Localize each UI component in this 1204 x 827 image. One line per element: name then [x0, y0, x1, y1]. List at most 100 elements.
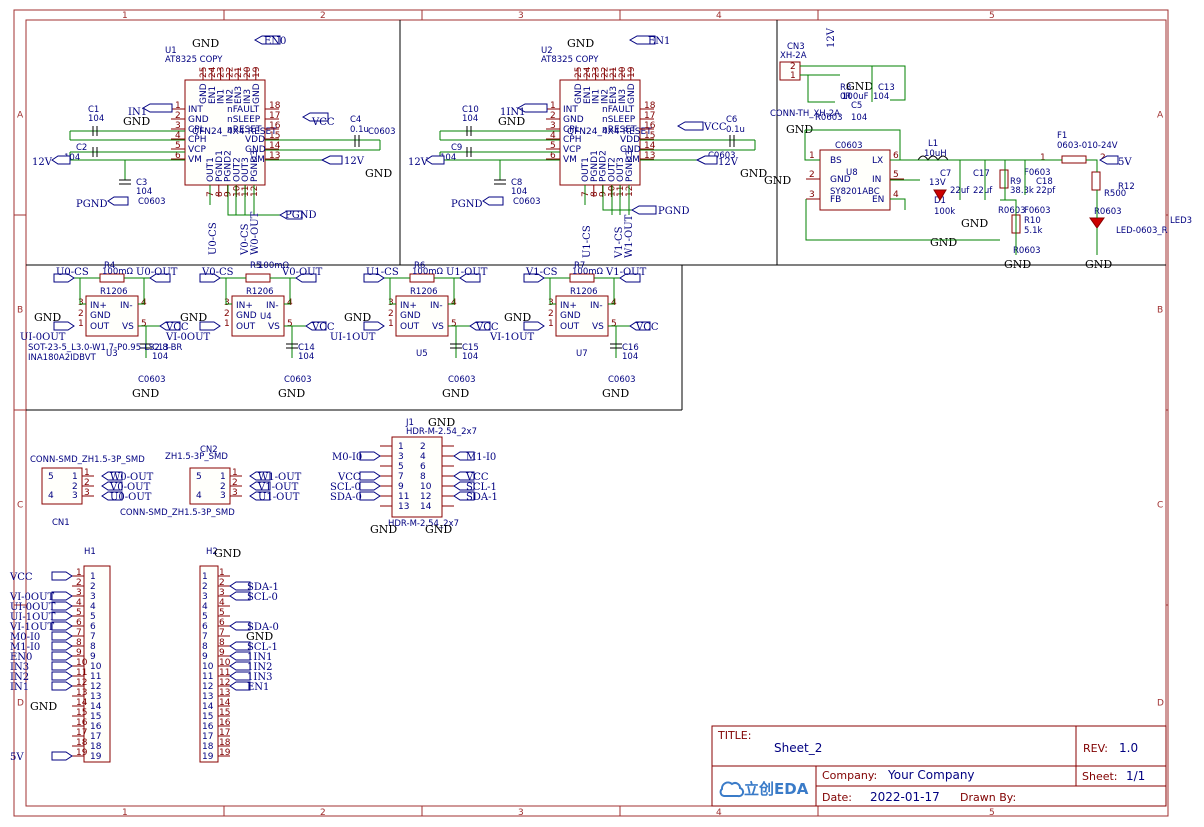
net-label-vm: 12V: [408, 157, 429, 168]
pin-number: 1: [388, 319, 394, 329]
pin-number: 13: [398, 502, 409, 512]
driver-ref: U2: [541, 46, 553, 56]
power-wires: [800, 65, 1098, 255]
pin-name: OUT: [90, 322, 110, 332]
pin-name: 5: [90, 612, 96, 622]
pin-number: 17: [269, 111, 280, 121]
pin-name: IN+: [236, 301, 253, 311]
pin-name: CPL: [563, 125, 580, 135]
r-value: 0R: [840, 92, 851, 102]
cap-ref: C8: [511, 178, 522, 188]
pin-number: 19: [76, 748, 88, 758]
net-flag: [516, 103, 548, 113]
pin-number: 3: [809, 190, 815, 200]
r-value: R500: [1104, 189, 1126, 199]
net-flag: [249, 471, 271, 481]
pin-number: 22: [600, 67, 610, 78]
net-label-vi: UI-0OUT: [20, 332, 66, 343]
net-flag: [359, 481, 381, 491]
pin-number: 2: [224, 309, 230, 319]
gnd-symbol-label: GND: [930, 236, 957, 249]
cap-package: C0603: [368, 127, 396, 137]
pin-name: 3: [72, 491, 78, 501]
logo-text: 立创EDA: [744, 780, 809, 798]
amp-part: INA180A2IDBVT: [28, 353, 97, 363]
pin-name: 1: [90, 572, 96, 582]
cap-value: 104: [152, 352, 168, 362]
pin-name: 11: [90, 672, 101, 682]
shunt-resistor: [245, 273, 271, 283]
pin-name: GND: [560, 311, 581, 321]
pin-number: 2: [219, 578, 225, 588]
pin-name: VM: [626, 155, 640, 165]
net-label-12v: 12V: [826, 27, 837, 48]
gnd-symbol-label: GND: [1085, 258, 1112, 271]
pin-number: 3: [175, 121, 181, 131]
pin-number: 7: [76, 628, 82, 638]
pin-number: 21: [234, 67, 244, 78]
net-flag: [101, 471, 123, 481]
pin-name: PGND2: [224, 150, 234, 182]
pin-name: 4: [196, 491, 202, 501]
regulator-part: SY8201ABC: [830, 187, 880, 197]
gnd-symbol-label: GND: [764, 174, 791, 187]
pin-name: OUT3: [241, 157, 251, 182]
pin-number: 21: [609, 67, 619, 78]
header-ref: J1: [405, 418, 414, 428]
r-ref: R8: [840, 83, 851, 93]
amp-wires: [384, 277, 470, 358]
pin-number: 1: [224, 319, 230, 329]
pin-number: 5: [451, 319, 457, 329]
cap-package: F0603: [1024, 168, 1051, 178]
pin-name: 19: [90, 752, 102, 762]
net-label-en: EN1: [648, 36, 670, 47]
net-flag: [695, 155, 718, 165]
pin-number: 3: [398, 452, 404, 462]
net-label-cs: V1-CS: [525, 267, 558, 278]
net-label-header: SCL-1: [466, 482, 497, 493]
pin-name: GND: [90, 311, 111, 321]
net-flag: [359, 451, 381, 461]
net-label-out: V0-OUT: [281, 267, 323, 278]
pin-number: 11: [241, 186, 251, 197]
gnd-symbol-label: GND: [428, 416, 455, 429]
pin-number: 3: [548, 298, 554, 308]
pin-number: 20: [618, 66, 628, 78]
cap-value: 104: [462, 352, 478, 362]
pin-name: CPL: [188, 125, 205, 135]
pin-name: 16: [90, 722, 102, 732]
resistor-body: [999, 169, 1009, 189]
pin-number: 9: [76, 648, 82, 658]
pin-name: nFAULT: [227, 105, 260, 115]
pin-number: 10: [219, 658, 231, 668]
pin-number: 15: [76, 708, 87, 718]
net-flag: [51, 751, 73, 761]
grid-column-label: 2: [320, 11, 326, 21]
cap-ref: C14: [298, 343, 315, 353]
grid-column-label: 3: [518, 808, 524, 818]
pin-name: 8: [202, 642, 208, 652]
pin-number: 8: [590, 191, 600, 197]
pin-name: PGND3: [250, 150, 260, 182]
pin-number: 5: [893, 170, 899, 180]
pin-number: 14: [269, 141, 281, 151]
header-pins: 1122334455667788991010111112121313141415…: [202, 568, 279, 762]
net-label-vcc: VCC: [311, 322, 335, 333]
net-label-header: VI-1OUT: [9, 622, 55, 633]
pin-number: 16: [219, 718, 231, 728]
net-label-vm: 12V: [718, 157, 739, 168]
conn-part: XH-2A: [780, 51, 807, 61]
pin-number: 2: [420, 442, 426, 452]
net-label-header: SCL-0: [330, 482, 361, 493]
outer-frame: [13, 9, 1169, 817]
pin-name: IN2: [225, 89, 235, 104]
net-flag: [141, 103, 173, 113]
pin-number: 8: [420, 472, 426, 482]
net-label-header: 1IN3: [247, 672, 272, 683]
grid-row-label: D: [1157, 699, 1164, 709]
net-label-conn: W1-OUT: [258, 472, 302, 483]
pin-number: 17: [76, 728, 87, 738]
